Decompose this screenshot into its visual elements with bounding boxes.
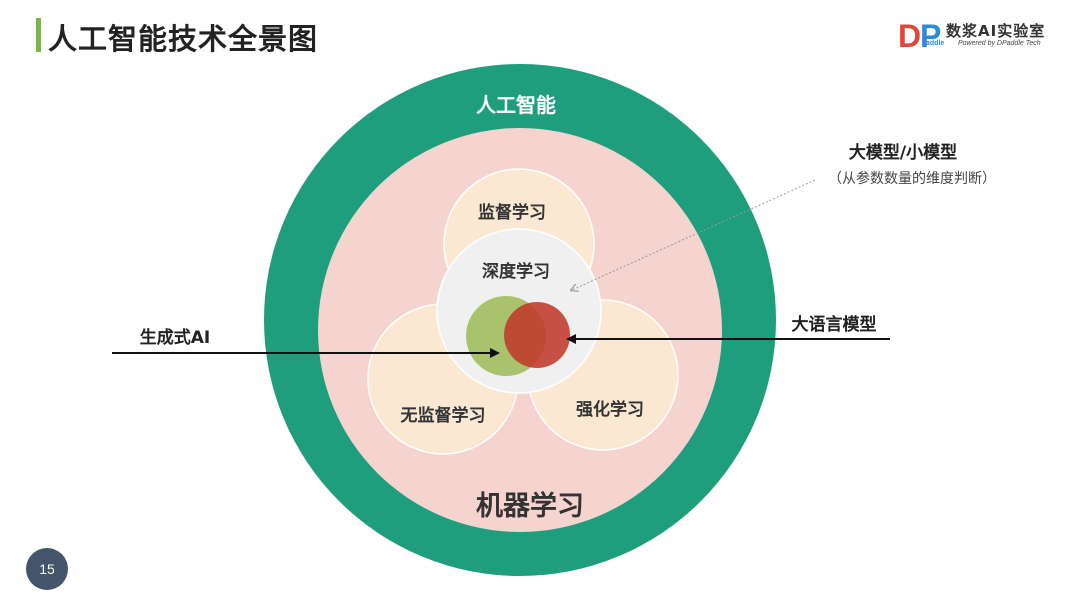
page-number-badge: 15 bbox=[26, 548, 68, 590]
logo-letter-p: P bbox=[920, 18, 942, 54]
logo-tagline: Powered by DPaddle Tech bbox=[958, 40, 1041, 47]
ml-label: 机器学习 bbox=[476, 490, 584, 522]
genai-label: 生成式AI bbox=[140, 327, 210, 348]
supervised-label: 监督学习 bbox=[478, 202, 546, 223]
model-size-pointer bbox=[572, 179, 816, 290]
llm-label: 大语言模型 bbox=[792, 314, 877, 335]
reinforcement-label: 强化学习 bbox=[576, 399, 644, 420]
page-title: 人工智能技术全景图 bbox=[48, 22, 319, 56]
logo-letter-d: D bbox=[898, 18, 922, 54]
logo-addle: addle bbox=[926, 40, 945, 47]
llm-circle bbox=[504, 302, 570, 368]
logo-name: 数浆AI实验室 bbox=[946, 22, 1046, 40]
unsupervised-label: 无监督学习 bbox=[400, 405, 486, 426]
model-size-label: 大模型/小模型 bbox=[849, 142, 957, 163]
deep-learning-label: 深度学习 bbox=[482, 261, 550, 282]
brand-logo: D P addle 数浆AI实验室 Powered by DPaddle Tec… bbox=[898, 20, 1058, 54]
ai-label: 人工智能 bbox=[476, 93, 556, 117]
title-accent-bar bbox=[36, 18, 41, 52]
model-size-note: （从参数数量的维度判断） bbox=[828, 170, 996, 187]
